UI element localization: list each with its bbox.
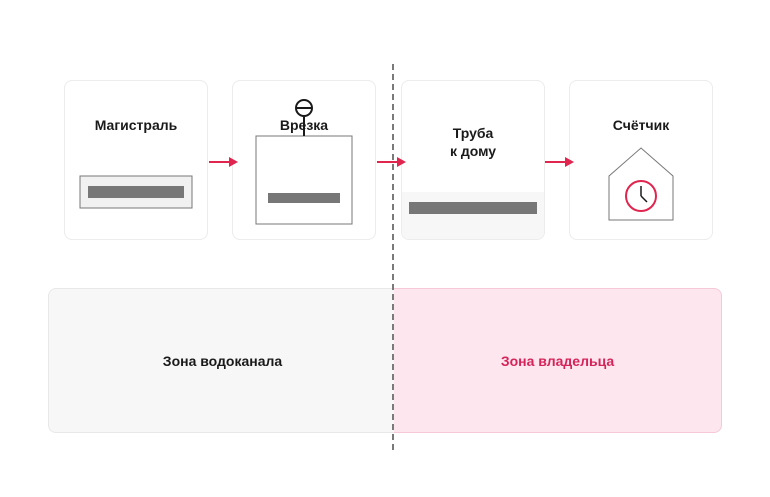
step-card-meter: Счётчик bbox=[569, 80, 713, 240]
main-pipe-icon bbox=[79, 175, 193, 209]
step-card-house-pipe: Труба к дому bbox=[401, 80, 545, 240]
zone-water-utility: Зона водоканала bbox=[48, 288, 396, 433]
step-title-tap: Врезка bbox=[279, 117, 329, 133]
step-card-tap: Врезка bbox=[232, 80, 376, 240]
step-title-meter: Счётчик bbox=[612, 117, 670, 133]
house-pipe-icon bbox=[402, 192, 544, 239]
step-title-main: Магистраль bbox=[94, 117, 178, 133]
house-meter-icon bbox=[608, 147, 674, 221]
zone-owner-label: Зона владельца bbox=[500, 352, 615, 369]
step-title-house-pipe-line1: Труба bbox=[452, 125, 494, 141]
arrow-right-icon bbox=[209, 157, 238, 167]
arrow-right-icon bbox=[545, 157, 574, 167]
responsibility-boundary-line bbox=[392, 64, 394, 450]
zone-water-utility-label: Зона водоканала bbox=[162, 352, 283, 369]
clock-icon bbox=[625, 180, 657, 212]
step-title-house-pipe-line2: к дому bbox=[449, 143, 497, 159]
zone-owner: Зона владельца bbox=[394, 288, 722, 433]
step-card-main: Магистраль bbox=[64, 80, 208, 240]
tap-valve-icon bbox=[255, 99, 353, 225]
arrow-right-icon bbox=[377, 157, 406, 167]
